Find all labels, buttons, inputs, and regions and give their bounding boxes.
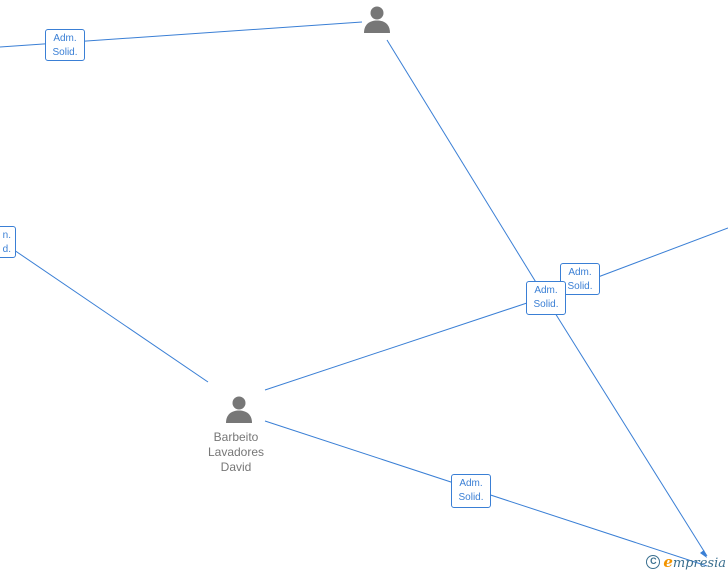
person-name-line: Lavadores xyxy=(207,445,265,459)
person-icon[interactable] xyxy=(362,4,392,34)
relation-label-line2: Solid. xyxy=(533,299,559,310)
relation-label-line2: Solid. xyxy=(458,492,484,503)
brand-initial: e xyxy=(663,553,673,571)
person-name-line: David xyxy=(220,460,252,474)
copyright-icon: C xyxy=(646,555,661,569)
brand-logo: empresia xyxy=(663,553,726,571)
edge-top-person-to-center xyxy=(386,39,546,298)
relation-label-line1: Adm. xyxy=(53,33,77,44)
relation-label-line1: n. xyxy=(2,230,11,241)
edge-left-to-barbeito xyxy=(13,249,209,383)
brand-rest: mpresia xyxy=(672,556,726,571)
relation-label-partial[interactable]: n. d. xyxy=(0,226,16,258)
relation-label-line1: Adm. xyxy=(459,478,483,489)
person-icon[interactable] xyxy=(224,394,254,424)
relation-label-line1: Adm. xyxy=(534,285,558,296)
person-name-barbeito[interactable]: Barbeito Lavadores David xyxy=(186,430,286,475)
relation-label[interactable]: Adm. Solid. xyxy=(45,29,85,61)
relation-label[interactable]: Adm. Solid. xyxy=(526,281,566,315)
person-name-line: Barbeito xyxy=(213,430,259,444)
relation-label[interactable]: Adm. Solid. xyxy=(451,474,491,508)
relation-label-line2: d. xyxy=(2,244,11,255)
edge-barbeito-to-center xyxy=(264,296,546,391)
relation-label-line1: Adm. xyxy=(568,267,592,278)
relation-label[interactable]: Adm. Solid. xyxy=(560,263,600,295)
relation-label-line2: Solid. xyxy=(52,47,78,58)
relation-label-line2: Solid. xyxy=(567,281,593,292)
empresia-watermark: C empresia xyxy=(646,553,726,571)
arrowhead-icon xyxy=(700,550,707,558)
edge-center-to-bottom-right xyxy=(544,296,708,557)
